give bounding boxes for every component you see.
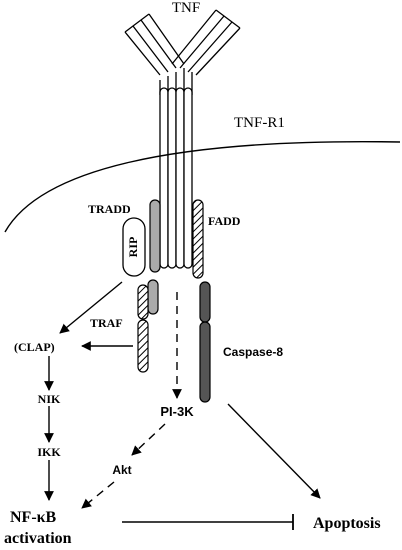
traf-domain-upper (137, 284, 149, 320)
tnf-r1-label: TNF-R1 (234, 115, 285, 131)
rip-label: RIP (126, 237, 140, 258)
cell-membrane (4, 140, 401, 233)
pi3k-label: PI-3K (160, 404, 194, 419)
ikk-label: IKK (37, 445, 61, 459)
nfkb-activation-label: activation (4, 530, 72, 547)
caspase8-lower (199, 321, 211, 403)
nfkb-label: NF-κB (10, 509, 57, 526)
traf-grey-domain (147, 279, 159, 315)
traf-domain-lower (137, 319, 149, 373)
signal-arrows (44, 281, 321, 530)
nik-label: NIK (38, 392, 61, 406)
fadd-label: FADD (208, 214, 241, 228)
arrow-akt-to-nfkb (81, 481, 115, 509)
rip-box (122, 217, 146, 277)
fadd-domain (192, 199, 204, 279)
tnf-ligand (124, 9, 241, 95)
clap-label: (CLAP) (14, 340, 55, 354)
tradd-label: TRADD (88, 202, 131, 216)
apoptosis-label: Apoptosis (313, 515, 381, 532)
tnf-r1-receptor (159, 87, 193, 269)
caspase8-upper (199, 281, 211, 323)
arrow-rip-to-clap (59, 281, 123, 334)
tnf-label: TNF (172, 0, 200, 16)
caspase8-label: Caspase-8 (223, 345, 283, 359)
traf-label: TRAF (90, 316, 123, 330)
arrow-caspase-to-apoptosis (227, 403, 321, 499)
tradd-domain (149, 199, 161, 273)
arrow-pi3k-to-akt (131, 423, 166, 456)
akt-label: Akt (112, 463, 131, 477)
